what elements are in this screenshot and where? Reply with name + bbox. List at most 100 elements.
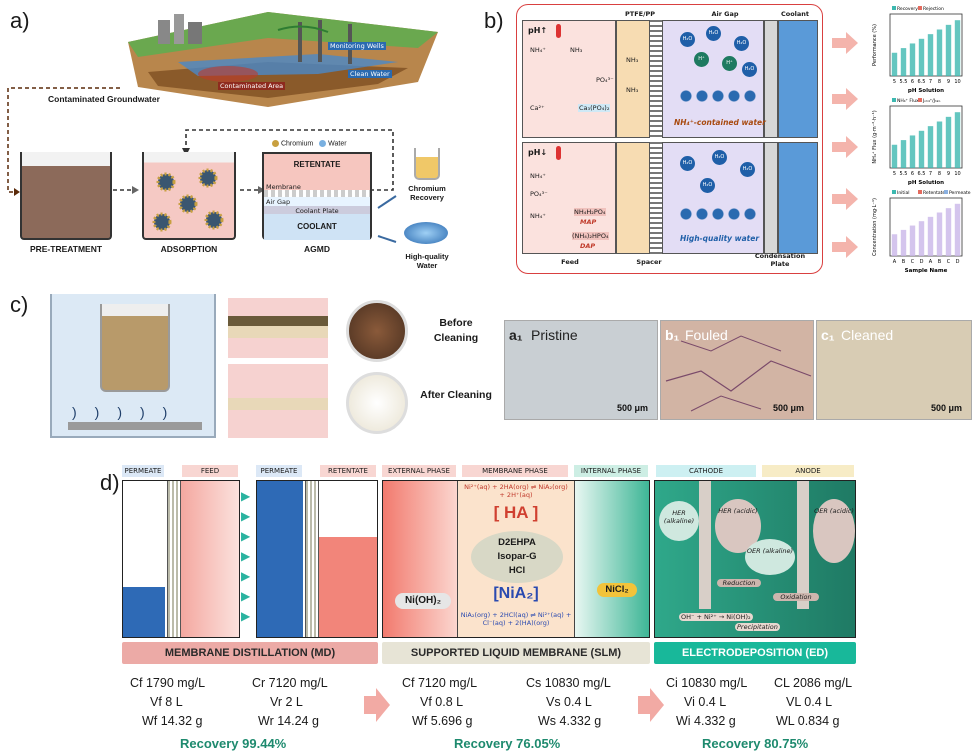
water-splash-icon — [404, 222, 448, 244]
md-cf: Cf 1790 mg/L — [130, 676, 206, 690]
water-molecule: H₂O — [734, 36, 749, 51]
mini-chart-frame — [889, 13, 963, 77]
bath-base — [68, 422, 202, 430]
mini-chart-bar — [954, 20, 961, 76]
coolant-upper — [778, 20, 818, 138]
col-coolant-header: Coolant — [780, 10, 810, 18]
col-feed-label: Feed — [561, 258, 579, 266]
thermometer-hot-icon — [556, 24, 561, 38]
plate-lower — [764, 142, 778, 254]
mini-chart-frame — [889, 105, 963, 169]
mini-chart-legend-label: Retentate — [923, 190, 945, 196]
panel-c-letter: c) — [10, 292, 29, 317]
md-feed-1 — [181, 481, 239, 637]
ed-cl: CL 2086 mg/L — [774, 676, 853, 690]
mini-chart-bar — [945, 208, 952, 256]
feed-upper — [522, 20, 616, 138]
slm-bottom-reaction: NiA₂(org) + 2HCl(aq) ⇌ Ni²⁺(aq) + Cl⁻(aq… — [460, 611, 572, 627]
species-nh3-c: NH₃ — [626, 86, 639, 94]
md-vr: Vr 2 L — [270, 695, 303, 709]
mini-chart-tick-label: 5.5 — [900, 171, 908, 177]
species-po4-a: PO₄³⁻ — [596, 76, 614, 84]
before-cleaning-label: Before Cleaning — [433, 317, 479, 344]
after-cleaning-label: After Cleaning — [420, 389, 492, 401]
md-wr: Wr 14.24 g — [258, 714, 319, 728]
micrograph-pristine-label: Pristine — [531, 327, 578, 343]
mini-chart-tick-label: D — [956, 259, 960, 265]
mini-chart-xlabel: Sample Name — [905, 268, 948, 274]
mini-chart-tick-label: 5 — [893, 171, 896, 177]
panel-b-pink-arrows — [832, 32, 858, 258]
slm-carrier-1: D2EHPA — [498, 537, 536, 548]
md-membrane-1 — [167, 481, 181, 637]
md-box-1 — [122, 480, 240, 638]
micrograph-fouled-sub: b₁ — [665, 327, 680, 343]
md-cr: Cr 7120 mg/L — [252, 676, 328, 690]
mini-chart-bar — [918, 130, 925, 168]
proton-ion: H⁺ — [722, 56, 737, 71]
col-spacer-label: Spacer — [636, 258, 662, 266]
agmd-air-gap-label: Air Gap — [266, 198, 291, 206]
process-ed: ELECTRODEPOSITION (ED) — [654, 642, 856, 664]
mini-chart-legend-swatch — [944, 190, 948, 194]
coolant-lower — [778, 142, 818, 254]
md-permeate-water-2 — [257, 481, 303, 637]
mini-chart-ylabel: Concentration (mg·L⁻¹) — [872, 198, 878, 256]
clean-water-label: Clean Water — [348, 70, 392, 78]
header-retentate: RETENTATE — [320, 465, 376, 477]
mini-chart-bar — [936, 121, 943, 168]
chromium-beaker-icon — [414, 148, 440, 180]
oer-alkaline-bubble — [745, 539, 795, 575]
her-alkaline-bubble — [659, 501, 699, 541]
precipitation-equation: OH⁻ + Ni²⁺ → Ni(OH)₂ — [679, 613, 753, 621]
col-condensation-label: Condensation Plate — [754, 252, 806, 268]
mini-chart-tick-label: 7 — [929, 79, 932, 85]
panel-b-frame — [516, 4, 823, 274]
mini-chart-bar — [891, 52, 898, 76]
mini-chart-legend-label: Jₙₕ₄⁺/Jₕ₂ₒ — [922, 98, 941, 104]
mini-chart-bar — [945, 24, 952, 77]
membrane-disc-before — [346, 300, 408, 362]
mini-chart-bar — [918, 221, 925, 256]
mini-chart-bar — [900, 229, 907, 256]
foulant-layer — [228, 316, 328, 326]
groundwater-landscape: Monitoring Wells Contaminated Area Clean… — [118, 2, 444, 110]
species-nh4-c: NH₄⁺ — [530, 212, 546, 220]
legend-water: Water — [328, 140, 347, 148]
mini-chart-bar — [936, 212, 943, 256]
slm-recovery: Recovery 76.05% — [454, 736, 561, 751]
mini-chart-tick-label: A — [893, 259, 897, 265]
micrograph-fouled-label: Fouled — [685, 327, 728, 343]
ultrasonic-waves-icon: ))))) — [72, 404, 186, 420]
reduction-label: Reduction — [717, 579, 761, 587]
ptfe-lower — [616, 142, 650, 254]
thermometer-cold-icon — [556, 146, 561, 160]
water-molecule: H₂O — [740, 162, 755, 177]
ed-vi: Vi 0.4 L — [684, 695, 727, 709]
oer-alkaline-label: OER (alkaline) — [746, 547, 794, 555]
oer-acidic-bubble — [813, 499, 855, 563]
her-alkaline-label: HER (alkaline) — [663, 509, 695, 525]
mini-chart-xlabel: pH Solution — [908, 88, 944, 94]
species-po4-b: PO₄³⁻ — [530, 190, 548, 198]
agmd-membrane-layer — [264, 190, 370, 197]
mini-chart-tick-label: 10 — [954, 79, 960, 85]
ed-wl: WL 0.834 g — [776, 714, 840, 728]
species-nh4-a: NH₄⁺ — [530, 46, 546, 54]
header-membrane-phase: MEMBRANE PHASE — [462, 465, 568, 477]
mini-chart-bar — [936, 29, 943, 76]
proton-ion: H⁺ — [694, 52, 709, 67]
species-nh42hpo4: (NH₄)₂HPO₄ — [572, 232, 609, 240]
contaminated-area-label: Contaminated Area — [218, 82, 286, 90]
anode-electrode — [797, 481, 809, 609]
agmd-legend: Chromium Water — [272, 140, 372, 147]
cleaning-schematic-after — [228, 364, 328, 438]
water-molecule: H₂O — [742, 62, 757, 77]
ed-wi: Wi 4.332 g — [676, 714, 736, 728]
ed-box: HER (alkaline) HER (acidic) OER (acidic)… — [654, 480, 856, 638]
her-acidic-label: HER (acidic) — [718, 507, 758, 515]
mini-chart-tick-label: 9 — [947, 171, 950, 177]
md-recovery: Recovery 99.44% — [180, 736, 287, 751]
ed-recovery: Recovery 80.75% — [702, 736, 809, 751]
